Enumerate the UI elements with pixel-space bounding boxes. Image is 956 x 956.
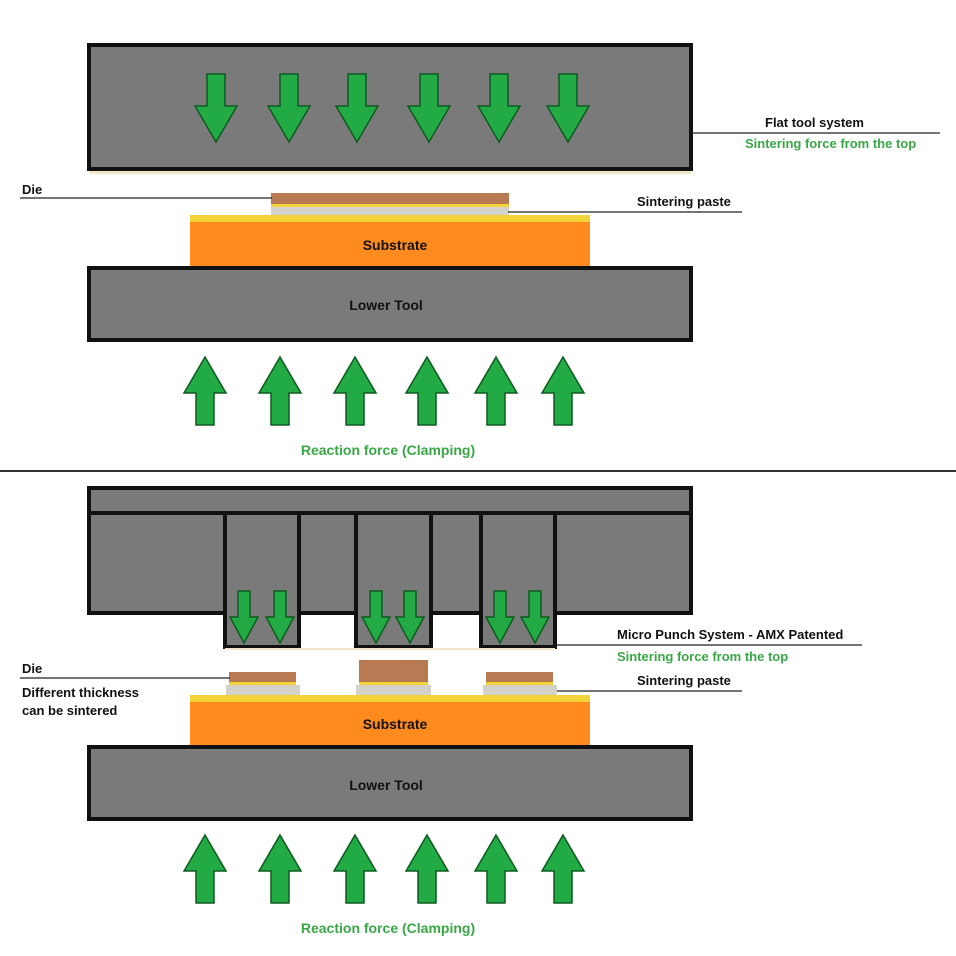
die-thick [359,660,428,682]
up-arrow-icon [183,834,227,904]
top-panel: Flat tool system Sintering force from th… [20,43,940,458]
lower-tool-label: Lower Tool [349,297,423,313]
die-thick-solder [359,682,428,685]
die-solder-layer [271,204,509,207]
reaction-force-arrows [183,356,585,426]
up-arrow-icon [405,356,449,426]
substrate-metallization [190,215,590,222]
die-thin-2-paste [483,685,557,695]
substrate [190,222,590,267]
paste-label: Sintering paste [637,194,731,209]
up-arrow-icon [333,356,377,426]
die-label-bottom: Die [22,661,42,676]
reaction-force-label: Reaction force (Clamping) [301,442,475,458]
die-thick-paste [356,685,431,695]
substrate-label: Substrate [363,237,428,253]
lower-tool-label-bottom: Lower Tool [349,777,423,793]
punch-system-label: Micro Punch System - AMX Patented [617,627,843,642]
up-arrow-icon [474,356,518,426]
reaction-force-arrows-bottom [183,834,585,904]
punch-block-center-right [429,511,483,615]
up-arrow-icon [258,834,302,904]
up-arrow-icon [405,834,449,904]
up-arrow-icon [333,834,377,904]
bottom-panel: Micro Punch System - AMX Patented Sinter… [20,486,862,936]
die-thin-1-paste [226,685,300,695]
up-arrow-icon [258,356,302,426]
die-note-line2: can be sintered [22,703,117,718]
substrate-label-bottom: Substrate [363,716,428,732]
lower-tool [87,266,693,342]
up-arrow-icon [183,356,227,426]
up-arrow-icon [541,356,585,426]
up-arrow-icon [541,834,585,904]
die-thin-2-solder [486,682,553,685]
sintering-paste-layer [271,207,509,216]
lower-tool-bottom [87,745,693,821]
reaction-force-label-bottom: Reaction force (Clamping) [301,920,475,936]
die-thin-2 [486,672,553,682]
upper-tool-label: Flat tool system [765,115,864,130]
punch-top-bar [87,486,693,515]
up-arrow-icon [474,834,518,904]
die-label: Die [22,182,42,197]
upper-tool-sublabel: Sintering force from the top [745,136,916,151]
substrate-metallization-bottom [190,695,590,702]
flat-upper-tool [87,43,693,171]
substrate-bottom [190,702,590,746]
punch-edge-highlight [225,648,555,650]
punch-block-center-left [297,511,358,615]
punch-block-left [87,511,227,615]
die-note-line1: Different thickness [22,685,139,700]
die-thin-1-solder [229,682,296,685]
paste-label-bottom: Sintering paste [637,673,731,688]
tool-edge-highlight [89,171,691,174]
die-thin-1 [229,672,296,682]
punch-system-sublabel: Sintering force from the top [617,649,788,664]
punch-block-right [553,511,693,615]
die [271,193,509,205]
